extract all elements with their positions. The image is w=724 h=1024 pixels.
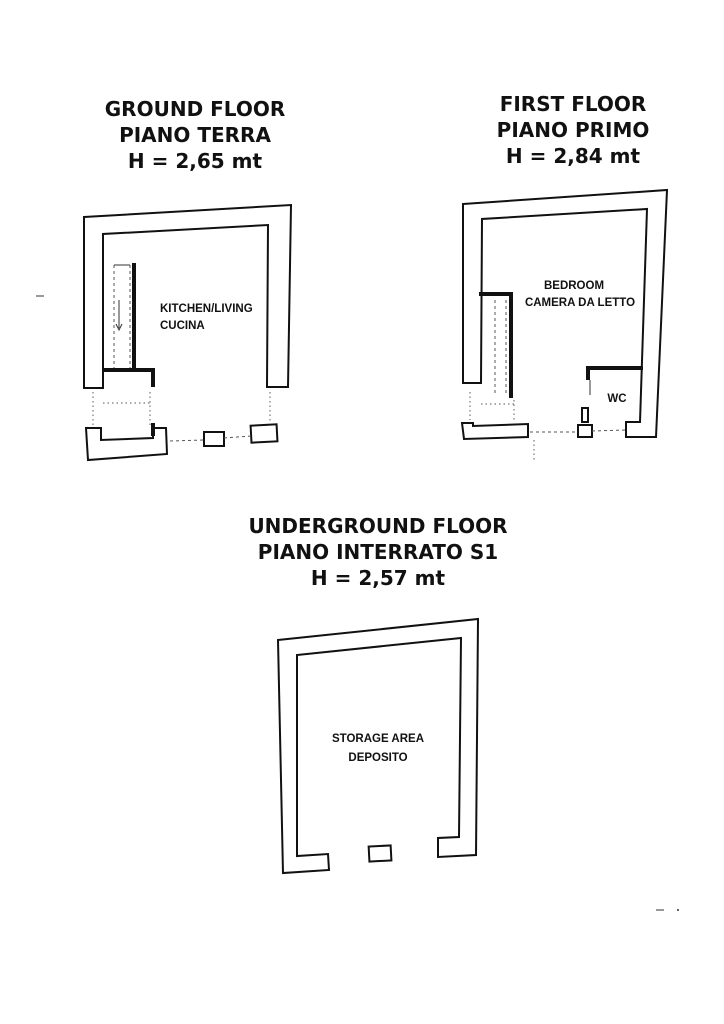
ground-floor-name-it: PIANO TERRA: [119, 123, 271, 147]
room-label-kitchen-it: CUCINA: [160, 320, 205, 332]
room-label-kitchen-en: KITCHEN/LIVING: [160, 303, 253, 315]
first-floor-name-en: FIRST FLOOR: [499, 92, 647, 116]
ground-floor-interior-wall: [102, 263, 155, 387]
first-floor-height: H = 2,84 mt: [505, 144, 641, 168]
room-label-wc: WC: [607, 393, 626, 405]
room-label-bedroom-en: BEDROOM: [544, 280, 604, 292]
underground-floor-name-it: PIANO INTERRATO S1: [257, 540, 499, 564]
first-floor-plan: [460, 188, 669, 460]
room-label-storage-en: STORAGE AREA: [332, 733, 424, 745]
underground-floor-plan: [276, 617, 480, 875]
ground-floor-threshold: [169, 435, 252, 442]
first-floor-pillar: [577, 424, 593, 438]
ground-floor-plan: [83, 203, 293, 462]
first-floor-title: FIRST FLOOR PIANO PRIMO H = 2,84 mt: [473, 91, 673, 169]
underground-floor-height: H = 2,57 mt: [310, 566, 446, 590]
scan-marks: [36, 295, 679, 911]
ground-floor-walls: [83, 203, 293, 389]
ground-floor-pillar-right: [249, 423, 279, 444]
room-label-storage-it: DEPOSITO: [348, 752, 407, 764]
room-label-bedroom-it: CAMERA DA LETTO: [525, 297, 635, 309]
ground-floor-height: H = 2,65 mt: [127, 149, 263, 173]
underground-floor-name-en: UNDERGROUND FLOOR: [248, 514, 508, 538]
underground-floor-title: UNDERGROUND FLOOR PIANO INTERRATO S1 H =…: [228, 513, 528, 591]
first-floor-stair: [469, 292, 515, 420]
first-floor-wc-wall: [586, 366, 643, 380]
ground-floor-name-en: GROUND FLOOR: [104, 97, 286, 121]
first-floor-front-wall-left: [460, 422, 529, 441]
ground-floor-opening-lines: [92, 392, 151, 425]
first-floor-name-it: PIANO PRIMO: [496, 118, 650, 142]
ground-floor-stair: [113, 264, 131, 368]
first-floor-walls: [462, 188, 669, 438]
underground-floor-walls: [276, 617, 480, 875]
ground-floor-pillar: [203, 431, 225, 447]
first-floor-wc-stub: [581, 407, 589, 423]
ground-floor-title: GROUND FLOOR PIANO TERRA H = 2,65 mt: [95, 96, 295, 174]
first-floor-threshold: [530, 429, 627, 433]
room-labels: KITCHEN/LIVING CUCINA BEDROOM CAMERA DA …: [160, 280, 635, 764]
underground-floor-pillar: [367, 844, 393, 863]
